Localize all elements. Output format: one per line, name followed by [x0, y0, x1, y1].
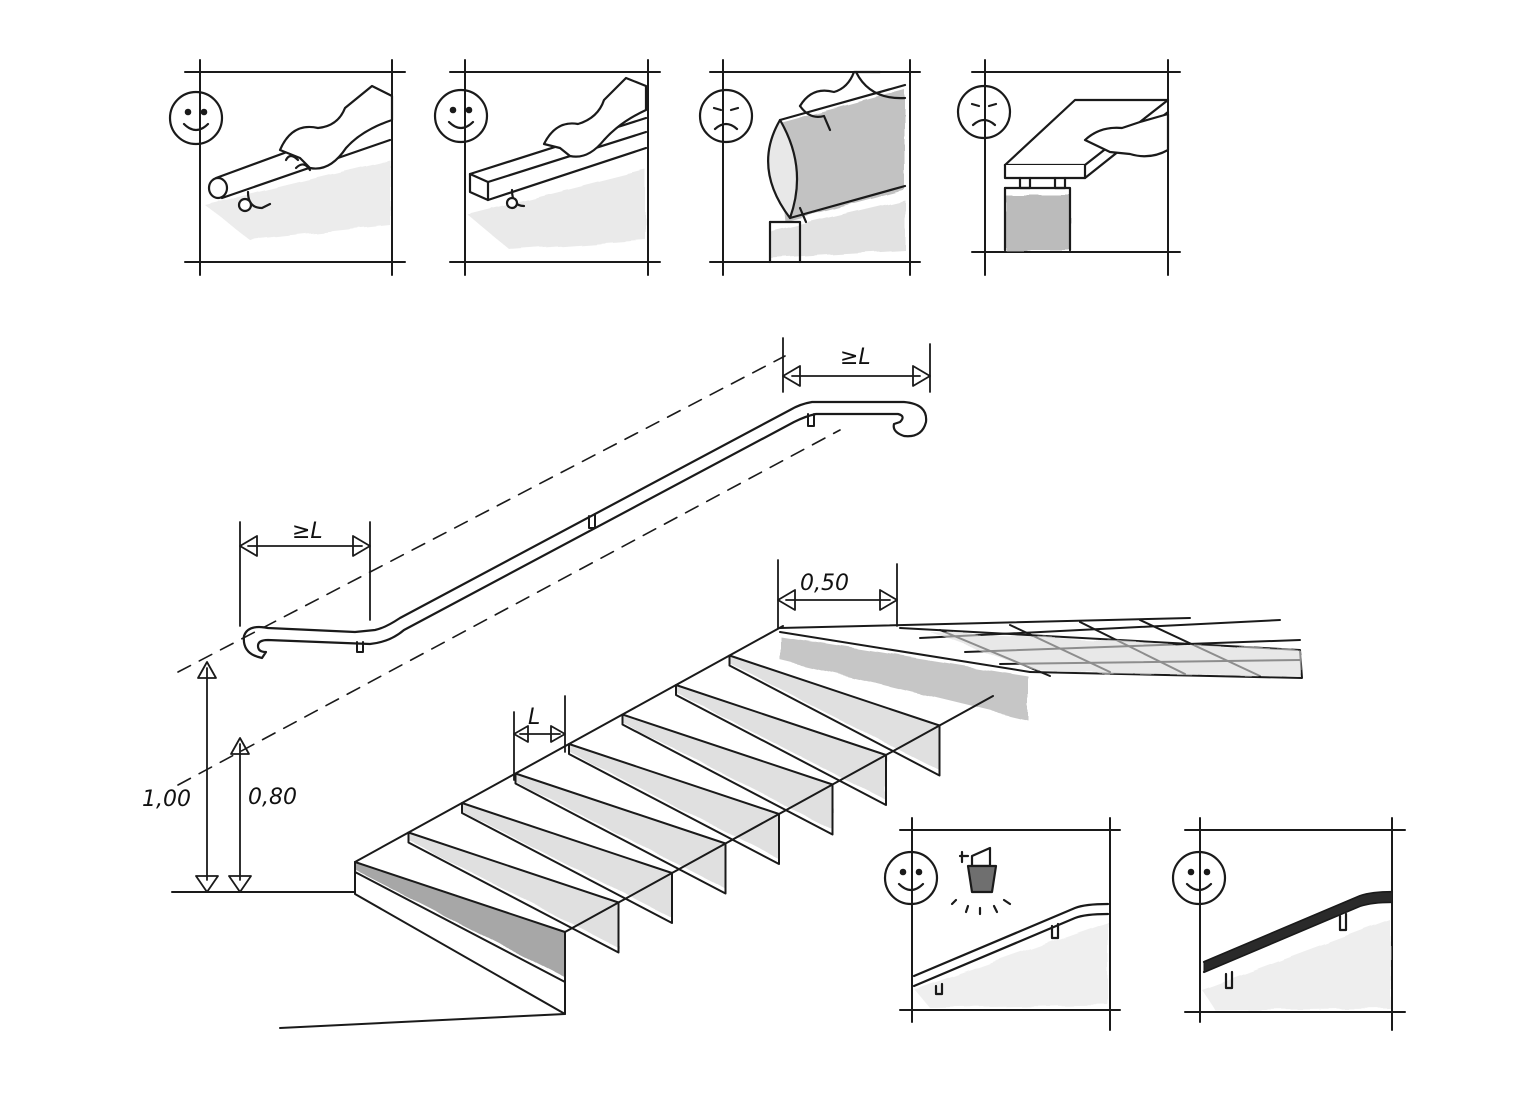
smiley-face-icon [168, 90, 224, 146]
step-riser-shade [515, 773, 726, 889]
steps [354, 625, 994, 1015]
panel-round-handrail [168, 59, 406, 276]
panel-square-handrail [433, 59, 661, 276]
panel-wide-oval-handrail [698, 59, 921, 276]
step-riser-shade [622, 714, 833, 830]
stair-step [728, 625, 994, 777]
panel-textured-handrail [1171, 817, 1406, 1031]
dim-top-extension: ≥L [840, 345, 871, 370]
step-riser-shade [462, 803, 672, 918]
panel-frame [971, 59, 1181, 276]
smiley-face-icon [433, 88, 489, 144]
step-riser-shade [408, 832, 619, 948]
stair-front-face [354, 861, 566, 1015]
dim-step-depth: L [528, 705, 540, 730]
panel-lit-handrail [883, 817, 1121, 1031]
dim-landing-depth: 0,50 [800, 571, 849, 596]
stair-step [621, 684, 887, 836]
handrail [177, 355, 928, 786]
step-riser-shade [729, 655, 940, 771]
main-staircase [171, 617, 1303, 1029]
stair-step [568, 713, 834, 865]
rail-bracket [356, 641, 364, 653]
step-riser-shade [569, 744, 779, 859]
dim-bottom-extension: ≥L [292, 519, 323, 544]
stair-step [675, 654, 941, 806]
panel-frame [709, 59, 921, 276]
dim-height-lower: 0,80 [248, 785, 297, 810]
rail-bracket [807, 413, 815, 427]
base-floor-line [279, 1013, 566, 1029]
dimension-lines [195, 337, 931, 893]
stair-step [461, 772, 727, 924]
stair-step [514, 743, 780, 895]
step-riser-shade [676, 685, 886, 800]
rail-bracket [588, 513, 596, 529]
step-riser-shade [355, 862, 565, 977]
panel-flat-plank-handrail [956, 59, 1181, 276]
dim-height-upper: 1,00 [142, 787, 191, 812]
wall-lamp-icon [950, 846, 1012, 916]
panel-frame [449, 59, 661, 276]
height-guide-lines [177, 355, 841, 786]
frowny-face-icon [698, 88, 754, 144]
stair-step [407, 802, 673, 954]
step-risers [355, 655, 940, 977]
stair-step [354, 831, 620, 983]
